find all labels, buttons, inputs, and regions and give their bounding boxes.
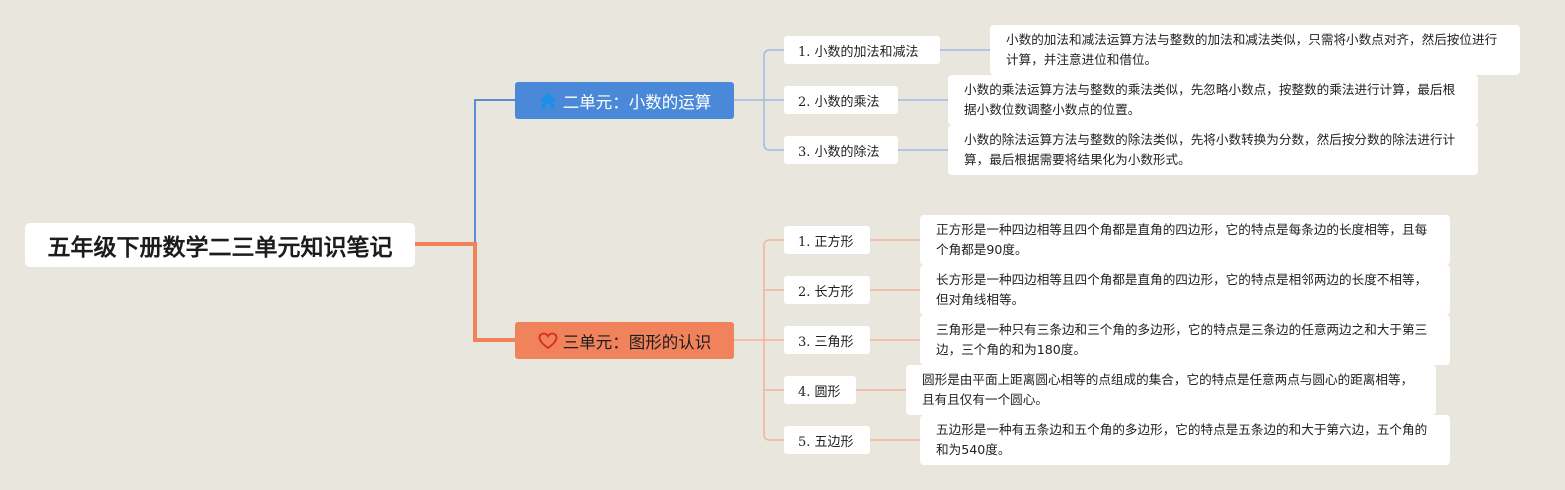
note-text: 五边形是一种有五条边和五个角的多边形，它的特点是五条边的和大于第六边，五个角的和… — [936, 422, 1428, 457]
topic-square[interactable]: 1. 正方形 — [784, 226, 870, 254]
note-text: 小数的乘法运算方法与整数的乘法类似，先忽略小数点，按整数的乘法进行计算，最后根据… — [964, 82, 1456, 117]
note-triangle: 三角形是一种只有三条边和三个角的多边形，它的特点是三条边的任意两边之和大于第三边… — [920, 315, 1450, 365]
topic-triangle[interactable]: 3. 三角形 — [784, 326, 870, 354]
note-pentagon: 五边形是一种有五条边和五个角的多边形，它的特点是五条边的和大于第六边，五个角的和… — [920, 415, 1450, 465]
topic-rectangle[interactable]: 2. 长方形 — [784, 276, 870, 304]
note-square: 正方形是一种四边相等且四个角都是直角的四边形，它的特点是每条边的长度相等，且每个… — [920, 215, 1450, 265]
branch-label: 二单元：小数的运算 — [562, 92, 712, 112]
note-rectangle: 长方形是一种四边相等且四个角都是直角的四边形，它的特点是相邻两边的长度不相等，但… — [920, 265, 1450, 315]
leaf-lines-branch-1 — [898, 49, 990, 151]
topic-pentagon[interactable]: 5. 五边形 — [784, 426, 870, 454]
topic-label: 1. 小数的加法和减法 — [798, 44, 919, 60]
topic-label: 1. 正方形 — [798, 234, 854, 250]
topic-decimal-multiply[interactable]: 2. 小数的乘法 — [784, 86, 898, 114]
root-title: 五年级下册数学二三单元知识笔记 — [47, 235, 393, 261]
topic-label: 3. 三角形 — [798, 334, 854, 350]
topic-decimal-divide[interactable]: 3. 小数的除法 — [784, 136, 898, 164]
home-icon — [538, 91, 558, 111]
note-text: 圆形是由平面上距离圆心相等的点组成的集合，它的特点是任意两点与圆心的距离相等，且… — [922, 372, 1414, 407]
branch-label: 三单元：图形的认识 — [562, 332, 712, 352]
topic-label: 2. 长方形 — [798, 284, 854, 300]
branch-1-bracket — [734, 49, 784, 151]
note-text: 正方形是一种四边相等且四个角都是直角的四边形，它的特点是每条边的长度相等，且每个… — [936, 222, 1428, 257]
note-text: 长方形是一种四边相等且四个角都是直角的四边形，它的特点是相邻两边的长度不相等，但… — [936, 272, 1428, 307]
topic-label: 2. 小数的乘法 — [798, 94, 880, 110]
branch-2-bracket — [734, 239, 784, 441]
note-decimal-divide: 小数的除法运算方法与整数的除法类似，先将小数转换为分数，然后按分数的除法进行计算… — [948, 125, 1478, 175]
topic-circle[interactable]: 4. 圆形 — [784, 376, 856, 404]
note-decimal-add-subtract: 小数的加法和减法运算方法与整数的加法和减法类似，只需将小数点对齐，然后按位进行计… — [990, 25, 1520, 75]
note-text: 小数的除法运算方法与整数的除法类似，先将小数转换为分数，然后按分数的除法进行计算… — [964, 132, 1456, 167]
note-decimal-multiply: 小数的乘法运算方法与整数的乘法类似，先忽略小数点，按整数的乘法进行计算，最后根据… — [948, 75, 1478, 125]
note-text: 三角形是一种只有三条边和三个角的多边形，它的特点是三条边的任意两边之和大于第三边… — [936, 322, 1428, 357]
root-node[interactable]: 五年级下册数学二三单元知识笔记 — [25, 223, 415, 267]
topic-label: 4. 圆形 — [798, 384, 841, 400]
leaf-lines-branch-2 — [856, 239, 920, 441]
branch-node-shape-recognition[interactable]: 三单元：图形的认识 — [515, 322, 734, 359]
root-to-branch-1-line — [415, 99, 515, 245]
heart-icon — [538, 331, 558, 351]
topic-decimal-add-subtract[interactable]: 1. 小数的加法和减法 — [784, 36, 940, 64]
topic-label: 3. 小数的除法 — [798, 144, 880, 160]
note-circle: 圆形是由平面上距离圆心相等的点组成的集合，它的特点是任意两点与圆心的距离相等，且… — [906, 365, 1436, 415]
note-text: 小数的加法和减法运算方法与整数的加法和减法类似，只需将小数点对齐，然后按位进行计… — [1006, 32, 1498, 67]
root-to-branch-2-line — [415, 242, 515, 342]
branch-node-decimal-operations[interactable]: 二单元：小数的运算 — [515, 82, 734, 119]
topic-label: 5. 五边形 — [798, 434, 854, 450]
